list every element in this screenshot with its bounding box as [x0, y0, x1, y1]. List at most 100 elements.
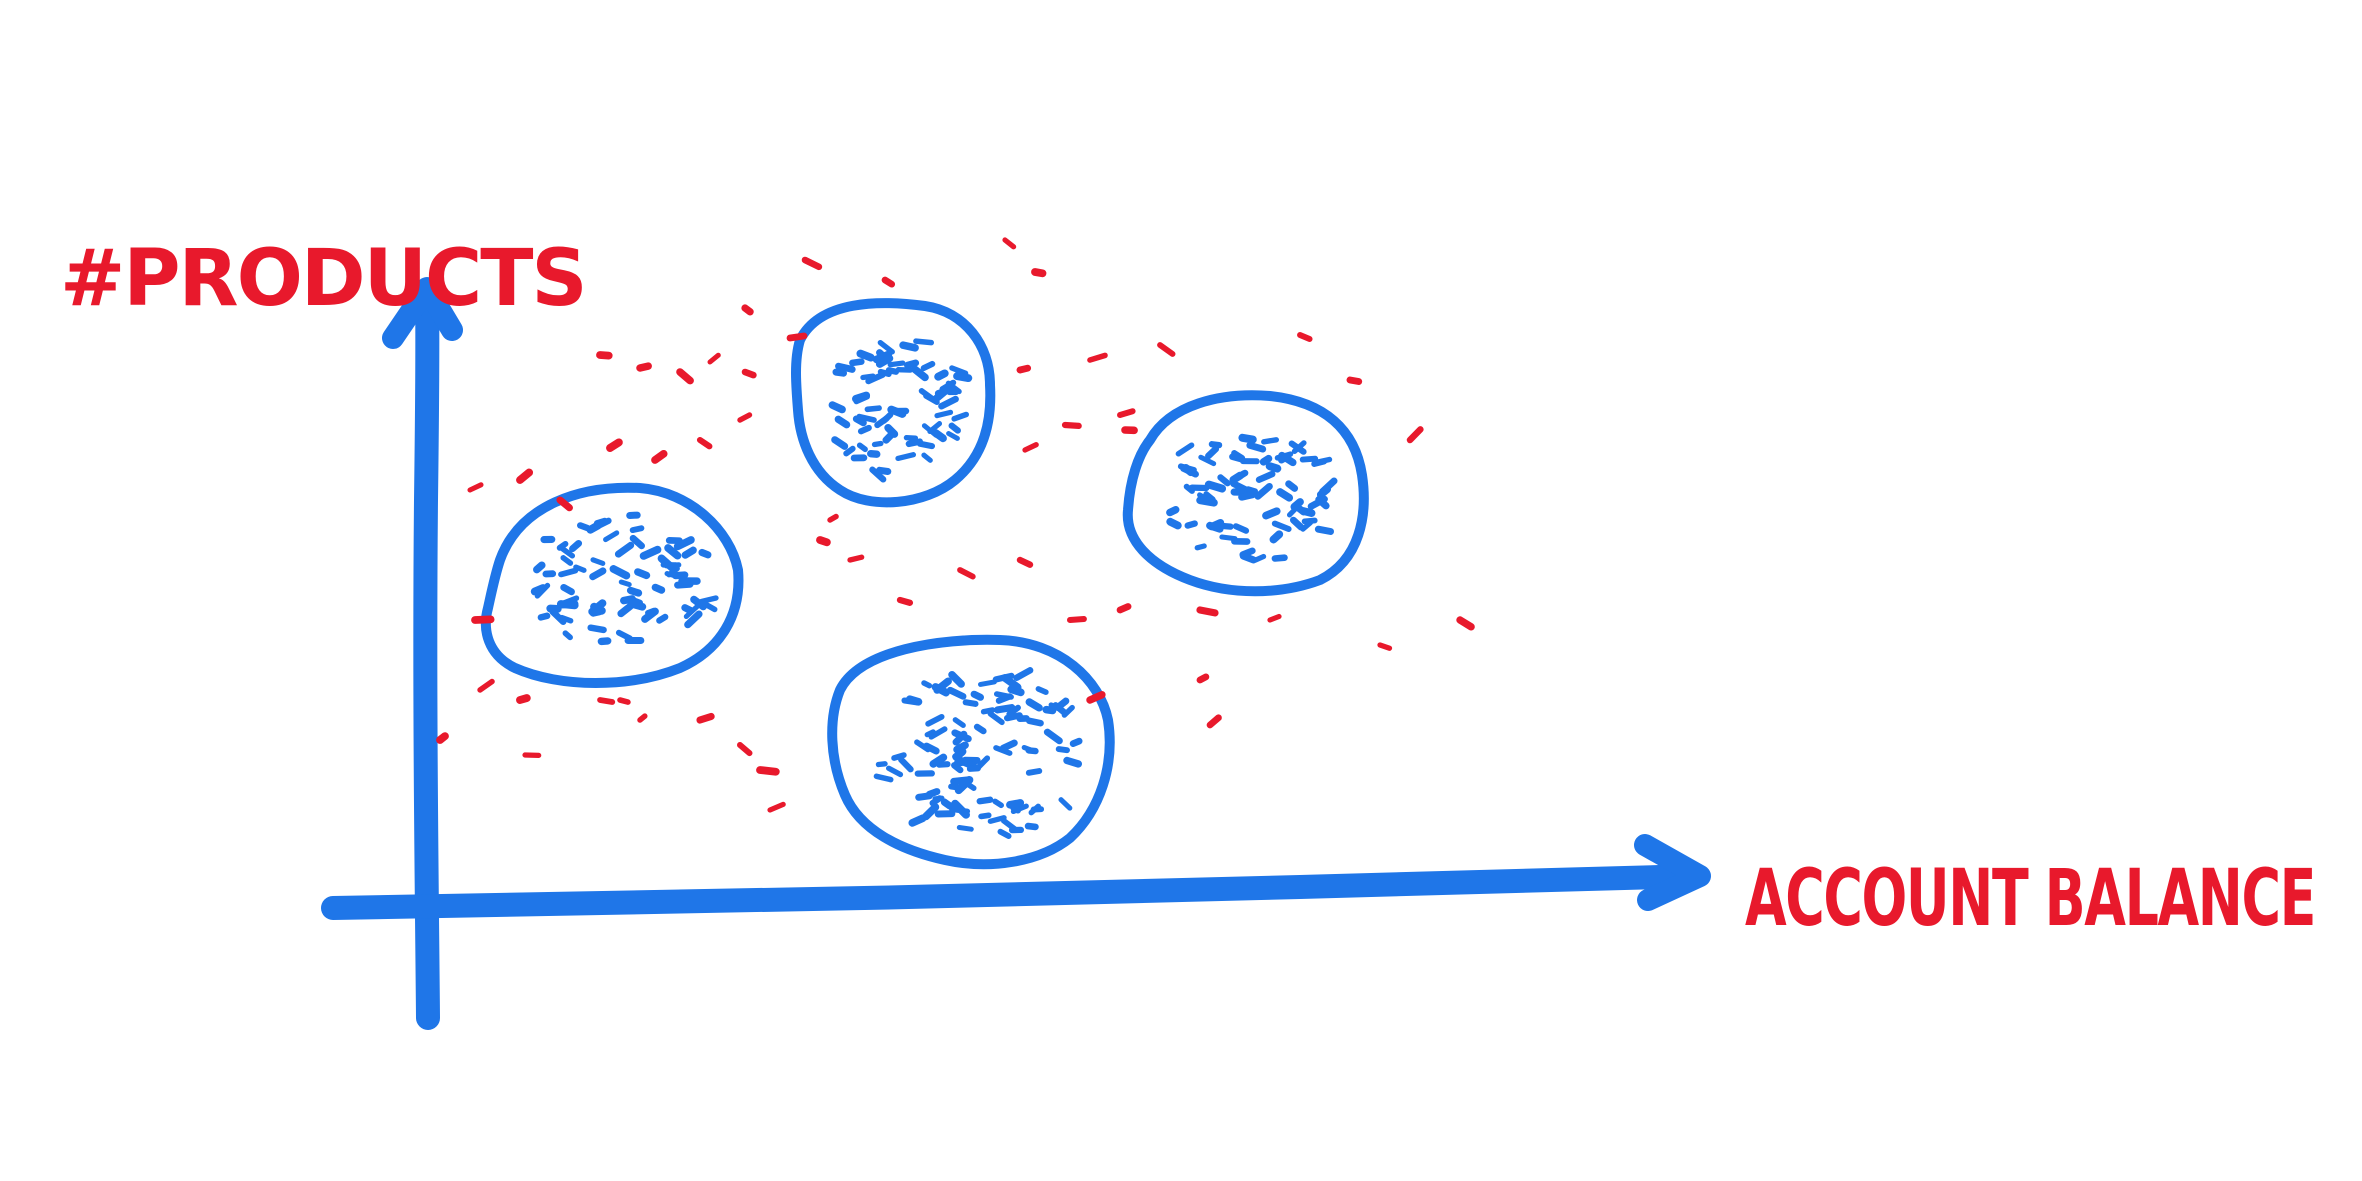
cluster-point — [617, 602, 634, 618]
cluster-point — [895, 452, 917, 462]
cluster-point — [618, 579, 632, 588]
cluster-point — [1316, 485, 1332, 499]
x-axis-label: ACCOUNT BALANCE — [1745, 854, 2315, 944]
cluster-point — [997, 828, 1012, 839]
cluster-point — [940, 798, 954, 810]
cluster-point — [700, 600, 718, 613]
cluster-point — [951, 799, 970, 819]
cluster-point — [905, 695, 923, 706]
cluster-point — [1043, 728, 1063, 745]
cluster-point — [921, 452, 933, 463]
outlier-point — [1061, 421, 1082, 429]
cluster-point — [978, 812, 992, 820]
outlier-point — [741, 368, 757, 379]
cluster-point — [938, 395, 959, 410]
outlier-point — [741, 304, 754, 316]
cluster-point — [1301, 517, 1318, 525]
outlier-point — [1067, 616, 1087, 623]
cluster-point — [954, 757, 968, 767]
outlier-point — [436, 732, 449, 744]
cluster-point — [1290, 498, 1304, 511]
cluster-point — [856, 413, 877, 423]
cluster-point — [1208, 441, 1223, 449]
cluster-point — [1197, 492, 1216, 506]
cluster-point — [587, 624, 607, 634]
cluster-outline — [480, 482, 744, 688]
outlier-point — [1297, 332, 1313, 342]
cluster-point — [589, 567, 607, 581]
cluster-point — [627, 600, 647, 611]
cluster-point — [905, 438, 923, 448]
cluster-point — [929, 795, 943, 807]
outlier-point — [676, 368, 694, 385]
outlier-point — [737, 742, 753, 757]
cluster-point — [690, 595, 707, 611]
cluster-point — [1255, 470, 1276, 483]
cluster-point — [931, 683, 950, 697]
cluster-point — [629, 534, 645, 550]
cluster-points — [530, 511, 719, 646]
cluster-point — [948, 422, 961, 434]
cluster-point — [684, 610, 703, 629]
cluster-point — [928, 726, 948, 740]
cluster-point — [852, 391, 871, 403]
cluster-point — [920, 360, 936, 372]
cluster-point — [953, 741, 969, 754]
cluster-point — [946, 431, 960, 441]
cluster-point — [992, 798, 1004, 809]
cluster-point — [1233, 470, 1247, 481]
cluster-point — [549, 608, 567, 626]
outlier-point — [1196, 673, 1210, 684]
cluster-point — [1238, 433, 1257, 444]
outlier-point — [827, 513, 839, 523]
cluster-lower-left — [480, 482, 744, 688]
cluster-point — [664, 544, 682, 560]
cluster-point — [834, 415, 851, 429]
cluster-point — [1311, 456, 1333, 466]
cluster-point — [1061, 704, 1075, 718]
cluster-point — [1217, 474, 1231, 487]
outlier-point — [1086, 691, 1106, 704]
cluster-point — [954, 775, 974, 795]
cluster-point — [914, 739, 931, 753]
cluster-point — [577, 522, 591, 532]
cluster-point — [1006, 704, 1021, 718]
cluster-point — [913, 338, 935, 346]
cluster-point — [949, 365, 969, 376]
cluster-point — [609, 565, 631, 580]
cluster-point — [1035, 686, 1049, 695]
cluster-point — [673, 536, 695, 551]
outlier-point — [786, 332, 808, 342]
cluster-point — [929, 753, 948, 768]
cluster-point — [828, 401, 846, 414]
outlier-point — [767, 801, 786, 813]
cluster-point — [1261, 437, 1279, 445]
cluster-point — [1204, 480, 1227, 493]
outlier-point — [1267, 613, 1282, 623]
cluster-point — [908, 814, 927, 827]
outlier-point — [637, 713, 648, 723]
outlier-point — [756, 766, 780, 776]
cluster-point — [876, 466, 892, 475]
outlier-point — [1206, 714, 1222, 729]
cluster-point — [934, 369, 949, 381]
cluster-point — [1291, 440, 1307, 454]
cluster-point — [873, 773, 894, 783]
cluster-point — [1254, 482, 1273, 500]
cluster-point — [626, 586, 643, 597]
cluster-point — [1265, 462, 1282, 473]
cluster-point — [1069, 737, 1083, 747]
cluster-point — [560, 555, 574, 566]
outlier-point — [651, 449, 668, 464]
cluster-point — [918, 388, 937, 403]
cluster-point — [1207, 519, 1225, 531]
cluster-point — [952, 717, 966, 728]
cluster-point — [1232, 523, 1250, 534]
outlier-point — [1002, 237, 1017, 250]
cluster-point — [1205, 445, 1220, 460]
outlier-point — [1087, 352, 1108, 363]
cluster-point — [594, 517, 612, 530]
axes — [321, 277, 1711, 1030]
cluster-point — [882, 430, 896, 444]
